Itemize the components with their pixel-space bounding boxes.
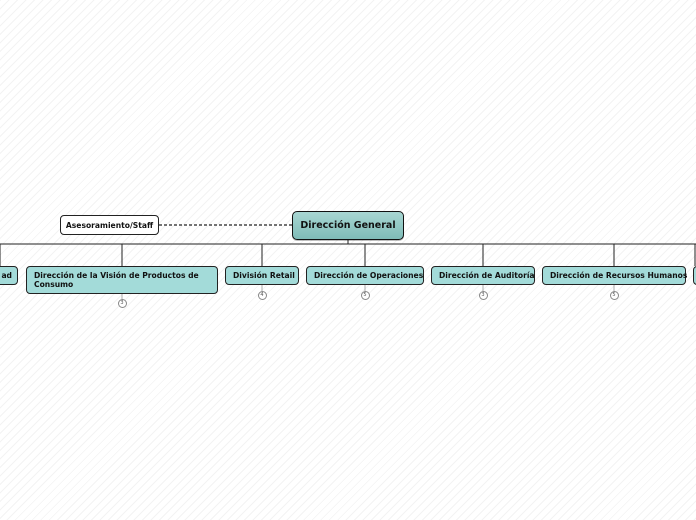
root-node-label: Dirección General	[300, 220, 396, 231]
department-node-auditoria[interactable]: Dirección de Auditoría	[431, 266, 535, 285]
department-node-partial-left-label: ad	[1, 271, 12, 280]
department-node-label: Dirección de Auditoría	[439, 271, 535, 280]
collapse-count-badge[interactable]: 3	[478, 291, 488, 300]
department-node-label: División Retail	[233, 271, 295, 280]
department-node-vision[interactable]: Dirección de la Visión de Productos de C…	[26, 266, 218, 294]
department-node-label: Dirección de Operaciones	[314, 271, 424, 280]
staff-node[interactable]: Asesoramiento/Staff	[60, 215, 159, 235]
department-node-label: Dirección de la Visión de Productos de C…	[34, 271, 199, 289]
department-node-retail[interactable]: División Retail	[225, 266, 299, 285]
collapse-count-badge[interactable]: 3	[117, 299, 127, 308]
collapse-count-badge[interactable]: 5	[360, 291, 370, 300]
staff-node-label: Asesoramiento/Staff	[65, 220, 154, 230]
department-node-operaciones[interactable]: Dirección de Operaciones	[306, 266, 424, 285]
root-node[interactable]: Dirección General	[292, 211, 404, 240]
department-node-partial-left[interactable]: ad	[0, 266, 18, 285]
department-node-rrhh[interactable]: Dirección de Recursos Humanos	[542, 266, 687, 285]
department-node-label: Dirección de Recursos Humanos	[550, 271, 688, 280]
collapse-count-badge[interactable]: 5	[609, 291, 619, 300]
collapse-count-badge[interactable]: 4	[257, 291, 267, 300]
department-node-partial-right[interactable]	[693, 266, 696, 285]
